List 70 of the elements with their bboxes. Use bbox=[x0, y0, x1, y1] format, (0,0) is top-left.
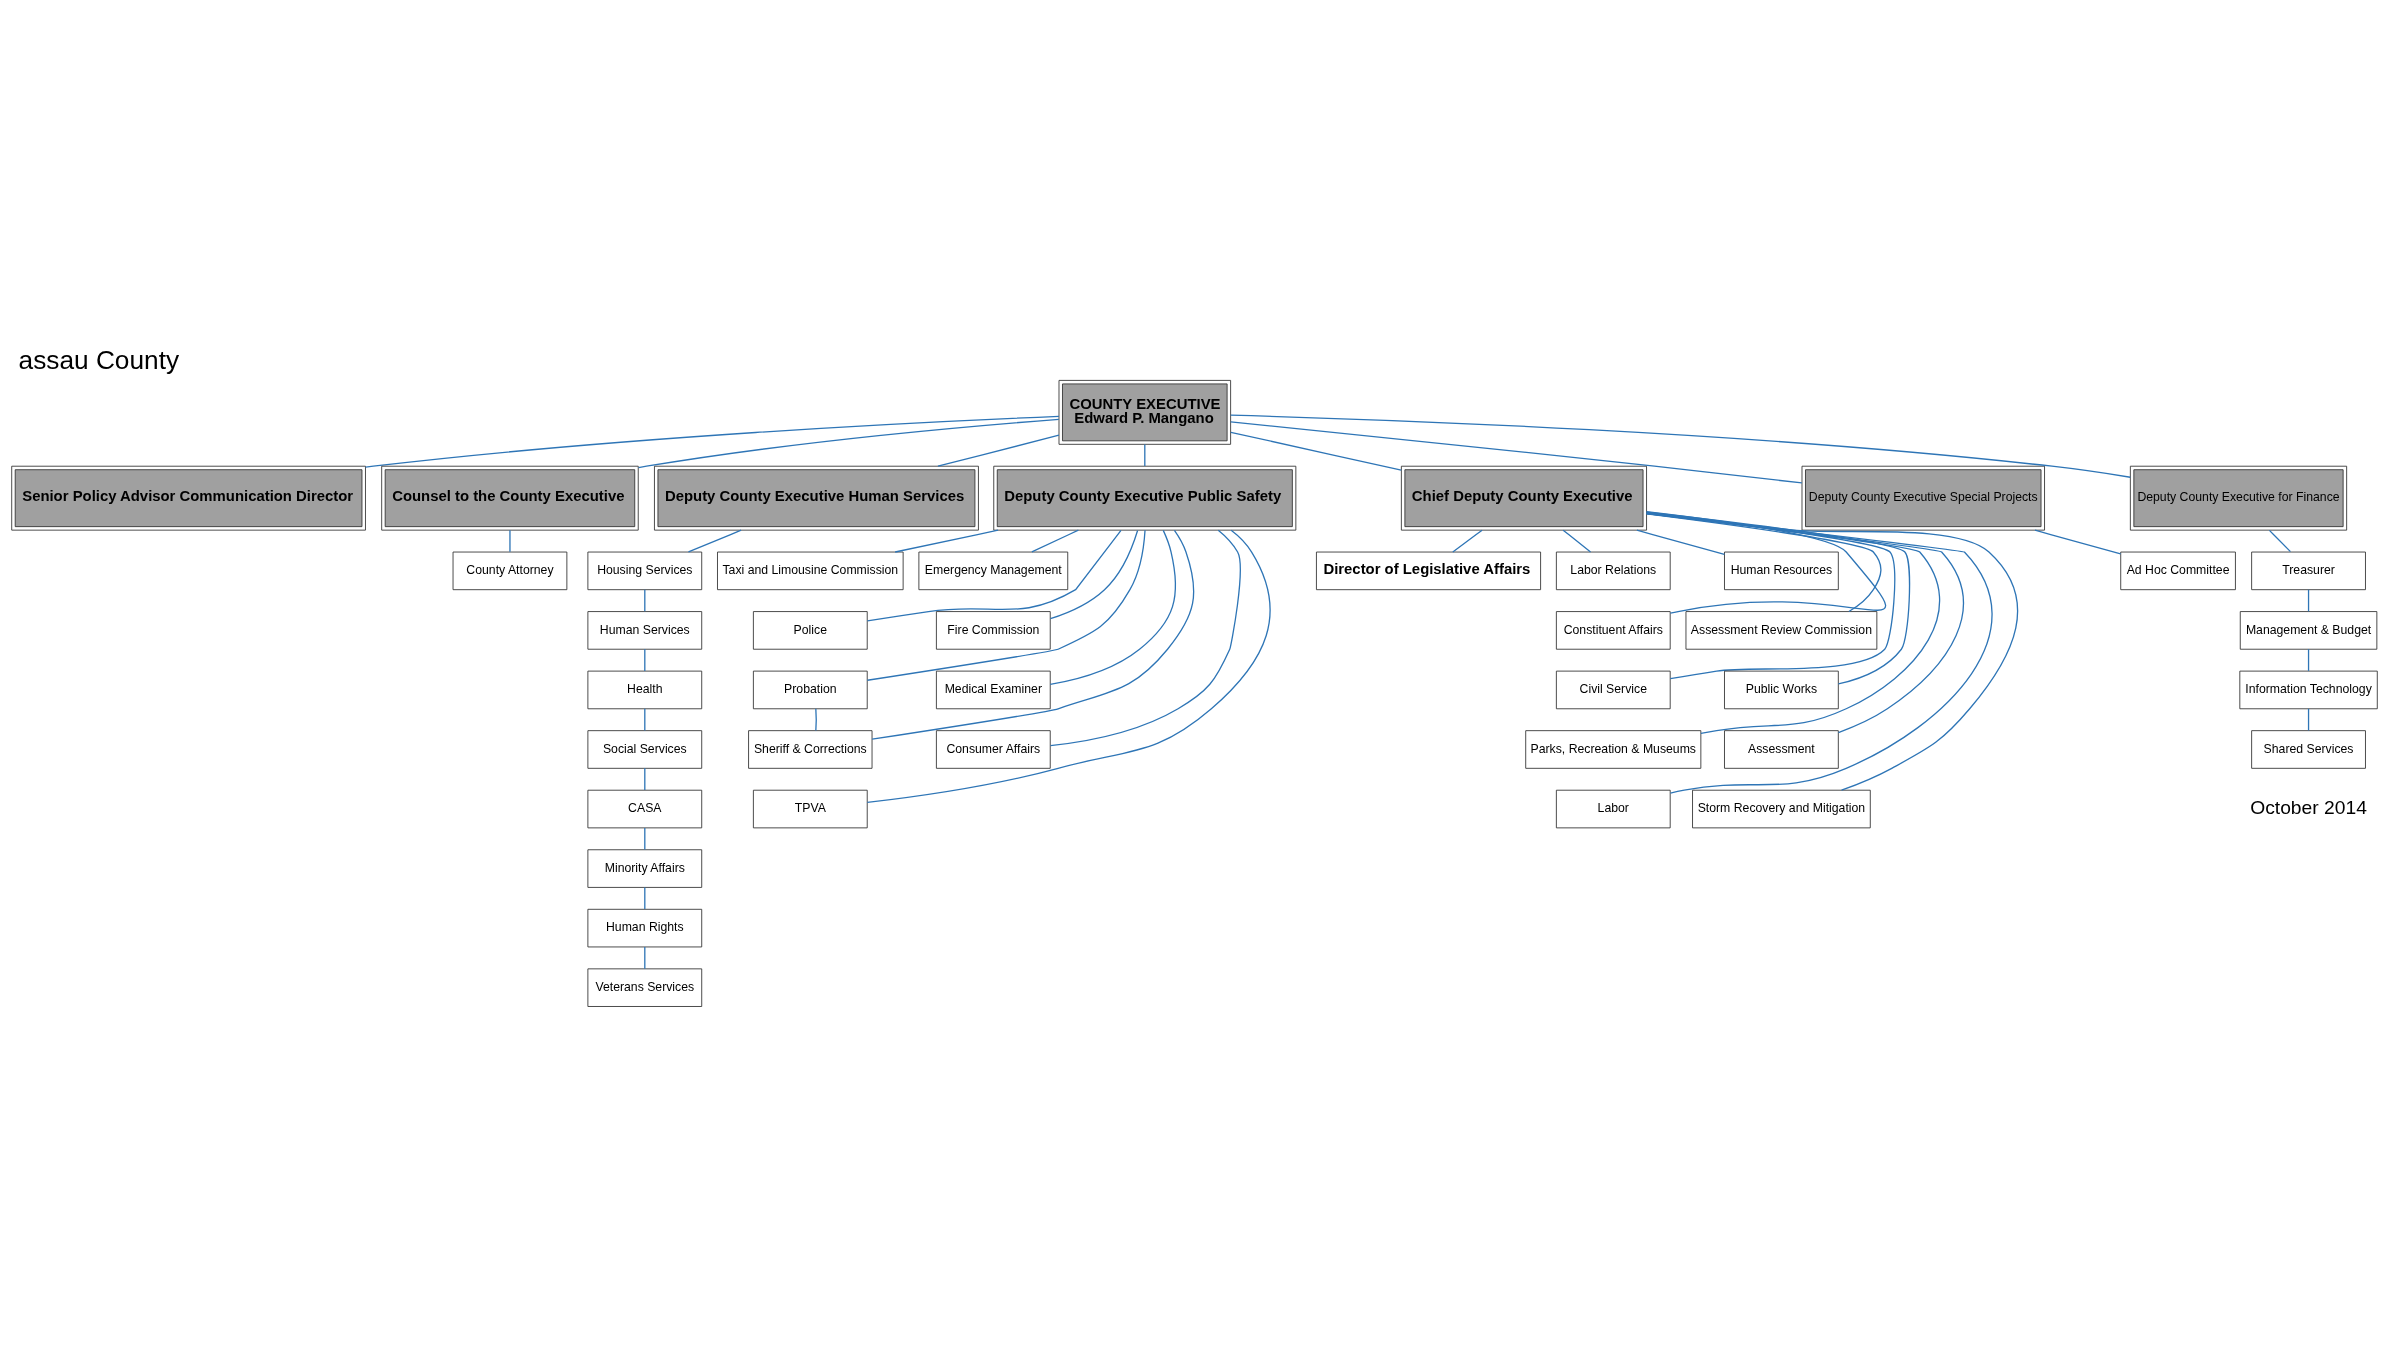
connector bbox=[1230, 414, 2131, 478]
node-box: Director of Legislative Affairs bbox=[1316, 551, 1542, 591]
connector bbox=[866, 529, 1146, 681]
connector bbox=[644, 946, 646, 970]
node-box: Medical Examiner bbox=[935, 670, 1051, 710]
connector bbox=[2034, 529, 2122, 555]
connector bbox=[1562, 529, 1592, 553]
connector bbox=[1049, 529, 1177, 685]
node-box: Human Resources bbox=[1724, 551, 1839, 591]
connector bbox=[866, 529, 1271, 804]
connector bbox=[2268, 529, 2292, 553]
node-box: Civil Service bbox=[1555, 670, 1671, 710]
node-box: Fire Commission bbox=[935, 611, 1051, 650]
node-box: Management & Budget bbox=[2239, 611, 2378, 650]
connector bbox=[637, 418, 1060, 469]
node-box: Consumer Affairs bbox=[935, 730, 1051, 769]
node-box: Assessment Review Commission bbox=[1685, 611, 1878, 650]
connector bbox=[644, 767, 646, 791]
node-box: Parks, Recreation & Museums bbox=[1525, 730, 1702, 769]
node-box: Public Works bbox=[1724, 670, 1839, 710]
node-box: CASA bbox=[587, 789, 703, 829]
connector bbox=[644, 589, 646, 613]
node-box: Human Rights bbox=[587, 908, 703, 948]
connector bbox=[1049, 529, 1139, 620]
connector bbox=[644, 886, 646, 910]
connector bbox=[644, 827, 646, 851]
node-box: Shared Services bbox=[2251, 730, 2366, 769]
node-box: Storm Recovery and Mitigation bbox=[1692, 789, 1871, 829]
connector bbox=[1230, 431, 1402, 471]
connector bbox=[644, 648, 646, 672]
node-box: Housing Services bbox=[587, 551, 703, 591]
connector bbox=[1636, 529, 1726, 555]
node-box: Social Services bbox=[587, 730, 703, 769]
connector bbox=[1230, 421, 1803, 484]
connector bbox=[2307, 648, 2310, 672]
node-box: Labor Relations bbox=[1555, 551, 1671, 591]
node-box: Emergency Management bbox=[918, 551, 1069, 591]
node-box: Assessment bbox=[1724, 730, 1839, 769]
node-box: Information Technology bbox=[2239, 670, 2378, 710]
connector bbox=[937, 434, 1060, 467]
label: October 2014 bbox=[2250, 796, 2367, 818]
node-box: TPVA bbox=[752, 789, 868, 829]
node-box: Probation bbox=[752, 670, 868, 710]
node-box: Labor bbox=[1555, 789, 1671, 829]
connector bbox=[894, 529, 999, 553]
connector bbox=[2307, 589, 2310, 613]
node-box: Police bbox=[752, 611, 868, 650]
connector bbox=[866, 529, 1122, 622]
connector bbox=[871, 529, 1195, 740]
node-box: County Attorney bbox=[452, 551, 568, 591]
connector bbox=[1452, 529, 1483, 553]
node-box: Treasurer bbox=[2251, 551, 2366, 591]
connector bbox=[1144, 443, 1146, 467]
connector bbox=[1049, 529, 1241, 747]
connector bbox=[509, 529, 511, 553]
node-box: Minority Affairs bbox=[587, 849, 703, 888]
connector bbox=[815, 708, 817, 732]
connector bbox=[364, 415, 1060, 468]
node-box: Health bbox=[587, 670, 703, 710]
node-box: Sheriff & Corrections bbox=[748, 730, 873, 769]
diagram-title: assau County bbox=[18, 345, 180, 376]
node-box: Ad Hoc Committee bbox=[2120, 551, 2236, 591]
node-box: Constituent Affairs bbox=[1555, 611, 1671, 650]
node-box: Human Services bbox=[587, 611, 703, 650]
connector bbox=[2307, 708, 2310, 732]
connector bbox=[1031, 529, 1079, 553]
connector bbox=[644, 708, 646, 732]
node-box: Veterans Services bbox=[587, 968, 703, 1007]
node-box: Taxi and Limousine Commission bbox=[717, 551, 904, 591]
connector bbox=[687, 529, 742, 553]
